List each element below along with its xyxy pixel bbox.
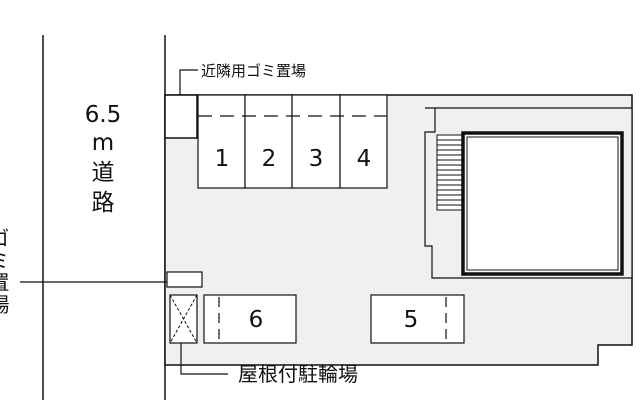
space-2-label: 2 [262, 146, 277, 172]
parking-space-5 [370, 294, 465, 344]
road-label-2: 路 [92, 190, 115, 216]
parking-space-4 [339, 94, 388, 189]
parking-space-1 [197, 94, 246, 189]
garbage-area-label: ゴミ置場 [0, 228, 10, 316]
stairs [436, 134, 463, 211]
space-1-label: 1 [215, 146, 230, 172]
x-box [169, 294, 198, 344]
road-label-1: 道 [92, 160, 115, 186]
neighbor-garbage-leader [179, 69, 198, 95]
building-inner-frame [466, 136, 619, 271]
entrance-box [166, 271, 203, 288]
building-main [461, 131, 624, 276]
parking-space-2 [244, 94, 293, 189]
neighbor-garbage-box [164, 94, 198, 139]
bike-parking-leader [180, 343, 228, 375]
space-3-label: 3 [309, 146, 324, 172]
parking-space-3 [291, 94, 341, 189]
road-unit-label: m [92, 130, 114, 156]
neighbor-garbage-label: 近隣用ゴミ置場 [201, 62, 306, 80]
road-width-label: 6.5 [85, 102, 122, 128]
space-6-label: 6 [249, 307, 264, 333]
space-5-label: 5 [404, 307, 419, 333]
space-4-label: 4 [357, 146, 372, 172]
bike-parking-label: 屋根付駐輪場 [238, 362, 358, 386]
